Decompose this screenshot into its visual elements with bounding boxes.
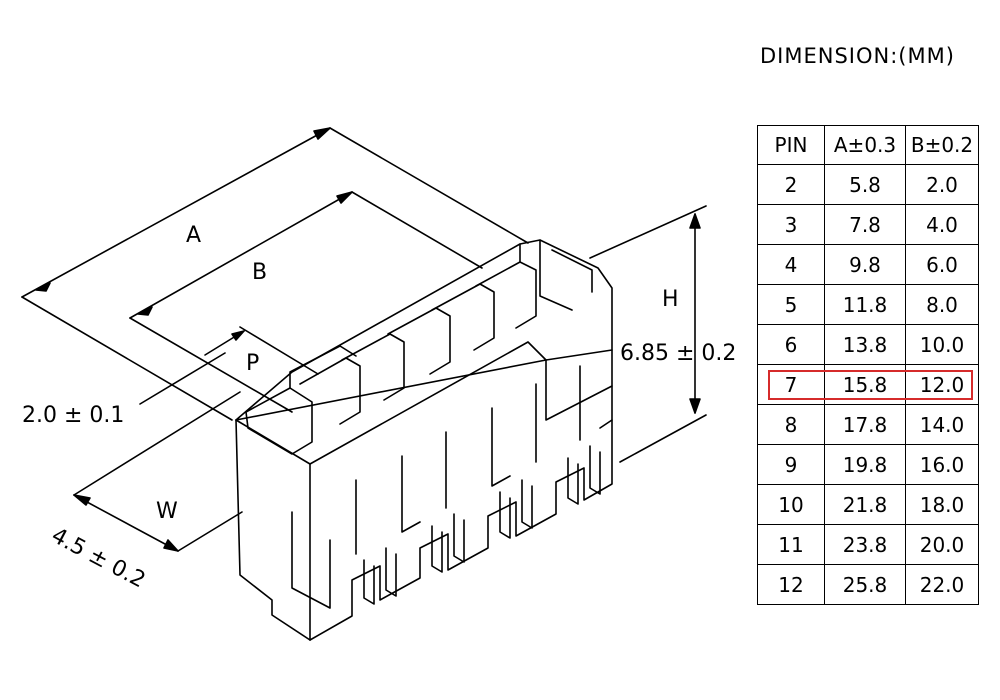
cell-pin: 10: [757, 484, 825, 525]
cell-a: 5.8: [824, 164, 906, 205]
table-header-row: PIN A±0.3 B±0.2: [757, 125, 979, 165]
cell-a: 7.8: [824, 204, 906, 245]
cell-pin: 3: [757, 204, 825, 245]
label-h: H: [662, 287, 679, 312]
cell-pin: 5: [757, 284, 825, 325]
cell-a: 25.8: [824, 564, 906, 605]
header-b: B±0.2: [905, 125, 979, 165]
cell-b: 18.0: [905, 484, 979, 525]
cell-b: 6.0: [905, 244, 979, 285]
dimension-w: [73, 391, 243, 552]
dimension-a: [21, 127, 529, 421]
cell-a: 17.8: [824, 404, 906, 445]
label-b: B: [252, 260, 267, 285]
header-a: A±0.3: [824, 125, 906, 165]
cell-pin: 9: [757, 444, 825, 485]
cell-b: 10.0: [905, 324, 979, 365]
cell-a: 11.8: [824, 284, 906, 325]
cell-a: 9.8: [824, 244, 906, 285]
dimension-p: [139, 326, 319, 405]
label-height-tolerance: 6.85 ± 0.2: [620, 341, 736, 366]
cell-b: 2.0: [905, 164, 979, 205]
cell-a: 19.8: [824, 444, 906, 485]
pin-cavities: [245, 239, 593, 455]
cell-b: 22.0: [905, 564, 979, 605]
cell-b: 14.0: [905, 404, 979, 445]
label-width-tolerance: 4.5 ± 0.2: [47, 523, 149, 593]
cell-a: 13.8: [824, 324, 906, 365]
highlight-box: [768, 370, 973, 400]
cell-b: 8.0: [905, 284, 979, 325]
cell-a: 23.8: [824, 524, 906, 565]
cell-pin: 12: [757, 564, 825, 605]
label-w: W: [156, 499, 178, 524]
label-p: P: [246, 351, 259, 376]
dimension-h: [589, 205, 707, 463]
cell-pin: 2: [757, 164, 825, 205]
label-a: A: [186, 223, 201, 248]
cell-pin: 6: [757, 324, 825, 365]
bottom-pins: [363, 445, 601, 605]
cell-b: 16.0: [905, 444, 979, 485]
cell-pin: 8: [757, 404, 825, 445]
cell-pin: 11: [757, 524, 825, 565]
cell-pin: 4: [757, 244, 825, 285]
cell-b: 4.0: [905, 204, 979, 245]
header-pin: PIN: [757, 125, 825, 165]
label-pitch-tolerance: 2.0 ± 0.1: [22, 403, 124, 428]
cell-a: 21.8: [824, 484, 906, 525]
dimension-b: [129, 191, 483, 413]
housing-body: [235, 239, 613, 641]
dimension-title: DIMENSION:(MM): [760, 44, 955, 68]
cell-b: 20.0: [905, 524, 979, 565]
